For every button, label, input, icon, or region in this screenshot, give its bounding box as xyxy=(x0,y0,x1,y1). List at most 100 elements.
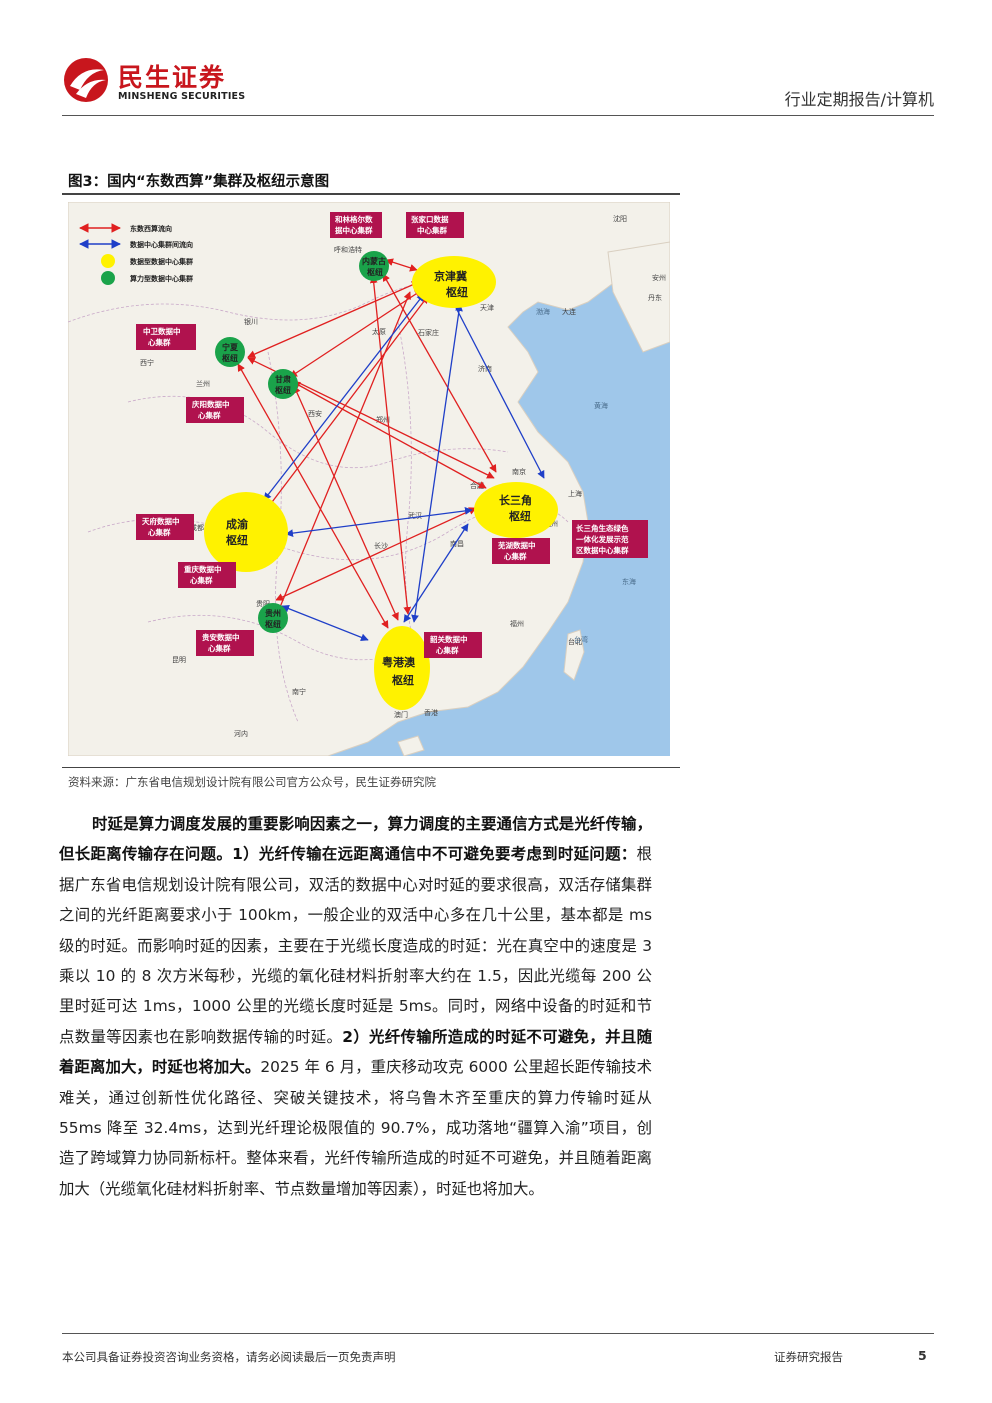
svg-text:长三角: 长三角 xyxy=(499,493,532,507)
svg-text:沈阳: 沈阳 xyxy=(613,214,627,223)
body-text-2: 2025 年 6 月，重庆移动攻克 6000 公里超长距传输技术难关，通过创新性… xyxy=(59,1058,652,1198)
svg-text:石家庄: 石家庄 xyxy=(418,328,439,337)
svg-text:心集群: 心集群 xyxy=(504,551,527,561)
figure-top-rule xyxy=(62,193,680,195)
svg-text:心集群: 心集群 xyxy=(198,410,221,420)
cluster-box-qingyang: 庆阳数据中 心集群 xyxy=(186,397,244,423)
footer-disclaimer: 本公司具备证券投资咨询业务资格，请务必阅读最后一页免责声明 xyxy=(62,1350,396,1364)
svg-text:天府数据中: 天府数据中 xyxy=(142,516,180,526)
hub-jingjinji: 京津冀 枢纽 xyxy=(412,256,496,308)
svg-text:心集群: 心集群 xyxy=(190,575,213,585)
svg-text:天津: 天津 xyxy=(480,304,494,312)
report-category: 行业定期报告/计算机 xyxy=(784,90,934,109)
svg-text:兰州: 兰州 xyxy=(196,379,210,388)
taiwan-island xyxy=(563,629,585,681)
svg-text:枢纽: 枢纽 xyxy=(265,619,281,629)
svg-text:心集群: 心集群 xyxy=(148,527,171,537)
svg-text:枢纽: 枢纽 xyxy=(226,533,248,547)
svg-text:粤港澳: 粤港澳 xyxy=(382,655,416,669)
svg-text:据中心集群: 据中心集群 xyxy=(335,225,373,235)
svg-text:河内: 河内 xyxy=(234,729,248,738)
svg-text:枢纽: 枢纽 xyxy=(367,267,383,277)
svg-text:成渝: 成渝 xyxy=(226,517,249,531)
cluster-box-yangtze-demo-zone: 长三角生态绿色 一体化发展示范 区数据中心集群 xyxy=(572,520,648,558)
svg-text:武汉: 武汉 xyxy=(408,511,422,520)
hub-yangtze-delta: 长三角 枢纽 xyxy=(474,482,558,538)
svg-text:西安: 西安 xyxy=(308,409,322,418)
cluster-box-zhongwei: 中卫数据中 心集群 xyxy=(136,324,196,350)
svg-text:澳门: 澳门 xyxy=(394,710,408,719)
blue-flow-arrows xyxy=(263,293,545,642)
svg-text:京津冀: 京津冀 xyxy=(434,269,467,283)
figure-title: 图3：国内“东数西算”集群及枢纽示意图 xyxy=(68,174,330,190)
svg-text:甘肃: 甘肃 xyxy=(275,374,291,384)
svg-text:台湾: 台湾 xyxy=(574,635,588,644)
svg-text:枢纽: 枢纽 xyxy=(446,285,468,299)
cluster-box-zhangjiakou: 张家口数据 中心集群 xyxy=(406,212,464,238)
figure-bottom-rule xyxy=(62,767,680,768)
footer-report-type: 证券研究报告 xyxy=(774,1350,843,1364)
hub-gansu: 甘肃 枢纽 xyxy=(268,369,298,399)
body-bold-2: 2）光纤传输所造成的时延不可避免，并且随着距离加大，时延也将加大。 xyxy=(59,1027,652,1077)
svg-text:重庆数据中: 重庆数据中 xyxy=(184,564,222,574)
svg-text:呼和浩特: 呼和浩特 xyxy=(334,245,362,254)
map-legend: 东数西算流向 数据中心集群间流向 数据型数据中心集群 算力型数据中心集群 xyxy=(79,223,193,285)
svg-text:南京: 南京 xyxy=(512,467,526,476)
east-data-west-compute-map: 东数西算流向 数据中心集群间流向 数据型数据中心集群 算力型数据中心集群 沈阳 … xyxy=(68,202,670,756)
svg-text:算力型数据中心集群: 算力型数据中心集群 xyxy=(129,274,193,283)
footer-divider xyxy=(62,1333,934,1334)
svg-text:庆阳数据中: 庆阳数据中 xyxy=(191,399,230,409)
page-header: 民生证券 MINSHENG SECURITIES 行业定期报告/计算机 xyxy=(62,52,934,114)
cluster-box-helingeer: 和林格尔数 据中心集群 xyxy=(330,212,382,238)
svg-text:一体化发展示范: 一体化发展示范 xyxy=(576,534,629,544)
svg-text:中卫数据中: 中卫数据中 xyxy=(143,326,181,336)
svg-text:心集群: 心集群 xyxy=(148,337,171,347)
svg-text:丹东: 丹东 xyxy=(648,293,662,302)
svg-text:济南: 济南 xyxy=(478,364,492,373)
svg-text:大连: 大连 xyxy=(562,307,576,316)
svg-text:心集群: 心集群 xyxy=(436,645,459,655)
cluster-box-wuhu: 芜湖数据中 心集群 xyxy=(492,538,550,564)
cluster-box-chongqing: 重庆数据中 心集群 xyxy=(178,562,236,588)
svg-text:南宁: 南宁 xyxy=(292,687,306,696)
hainan-island xyxy=(397,735,425,756)
svg-text:福州: 福州 xyxy=(510,619,524,628)
figure-source: 资料来源：广东省电信规划设计院有限公司官方公众号，民生证券研究院 xyxy=(68,775,436,789)
svg-text:宁夏: 宁夏 xyxy=(222,342,239,352)
svg-text:中心集群: 中心集群 xyxy=(417,225,447,235)
svg-text:长沙: 长沙 xyxy=(374,541,388,550)
svg-text:内蒙古: 内蒙古 xyxy=(362,256,386,266)
svg-text:数据中心集群间流向: 数据中心集群间流向 xyxy=(130,240,193,249)
svg-text:西宁: 西宁 xyxy=(140,358,154,367)
korea-peninsula xyxy=(607,241,670,353)
body-bold-1: 时延是算力调度发展的重要影响因素之一，算力调度的主要通信方式是光纤传输，但长距离… xyxy=(59,815,652,864)
svg-text:上海: 上海 xyxy=(568,489,582,498)
svg-text:枢纽: 枢纽 xyxy=(222,353,238,363)
svg-text:安州: 安州 xyxy=(652,273,666,282)
svg-text:芜湖数据中: 芜湖数据中 xyxy=(498,540,536,550)
svg-text:枢纽: 枢纽 xyxy=(275,385,291,395)
svg-text:心集群: 心集群 xyxy=(208,643,231,653)
hub-ningxia: 宁夏 枢纽 xyxy=(215,337,245,367)
cluster-box-tianfu: 天府数据中 心集群 xyxy=(136,514,194,540)
minsheng-logo-icon xyxy=(64,58,108,102)
page-number: 5 xyxy=(918,1348,927,1363)
svg-text:枢纽: 枢纽 xyxy=(509,509,531,523)
svg-text:昆明: 昆明 xyxy=(172,656,186,664)
svg-text:黄海: 黄海 xyxy=(594,401,608,410)
svg-text:渤海: 渤海 xyxy=(536,307,550,316)
hub-guangdong-hk-macao: 粤港澳 枢纽 xyxy=(374,626,430,710)
svg-text:贵安数据中: 贵安数据中 xyxy=(202,632,240,642)
svg-text:张家口数据: 张家口数据 xyxy=(411,214,449,224)
svg-text:香港: 香港 xyxy=(424,708,438,717)
svg-text:区数据中心集群: 区数据中心集群 xyxy=(576,545,629,555)
svg-text:台北: 台北 xyxy=(568,637,582,646)
svg-text:和林格尔数: 和林格尔数 xyxy=(335,214,373,224)
cluster-box-shaoguan: 韶关数据中 心集群 xyxy=(424,632,482,658)
brand-name-cn: 民生证券 xyxy=(118,63,227,92)
hub-guizhou: 贵州 枢纽 xyxy=(258,603,288,633)
svg-text:枢纽: 枢纽 xyxy=(392,673,414,687)
hub-chengyu: 成渝 枢纽 xyxy=(204,492,288,572)
svg-text:成都: 成都 xyxy=(190,523,204,532)
svg-text:韶关数据中: 韶关数据中 xyxy=(430,634,468,644)
